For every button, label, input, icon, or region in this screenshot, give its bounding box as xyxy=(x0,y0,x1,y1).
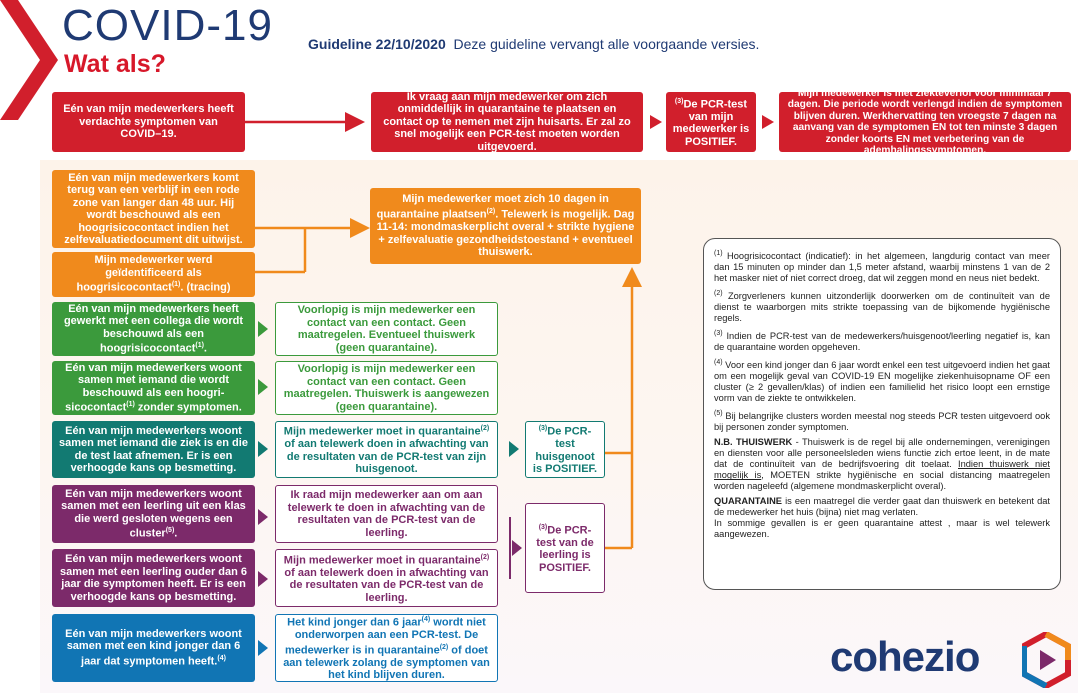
footnote-5: (5) Bij belangrijke clusters worden mees… xyxy=(714,410,1050,433)
box-pcr-pupil-positive: (3)De PCR-test van de leerling is POSITI… xyxy=(525,503,605,593)
box-quarantine-pupil-test: Mijn medewerker moet in quarantaine(2) o… xyxy=(275,549,498,607)
arrow-green1 xyxy=(258,321,268,337)
box-contact-of-contact-1: Voorlopig is mijn medewerker een contact… xyxy=(275,302,498,356)
note-thuiswerk: N.B. THUISWERK - Thuiswerk is de regel b… xyxy=(714,437,1051,492)
footnote-2: (2) Zorgverleners kunnen uitzonderlijk d… xyxy=(714,290,1050,324)
box-colleague-contact: Eén van mijn medewerkers heeft gewerkt m… xyxy=(52,302,255,356)
box-red-zone: Eén van mijn medewerkers komt terug van … xyxy=(52,170,255,248)
box-telework-advice: Ik raad mijn medewerker aan om aan telew… xyxy=(275,485,498,543)
box-pupil-symptoms: Eén van mijn medewerkers woont samen met… xyxy=(52,549,255,607)
page-title: COVID-19 xyxy=(62,1,273,50)
footnote-1: (1) Hoogrisicocontact (indicatief): in h… xyxy=(714,250,1050,284)
arrow-purple2 xyxy=(258,571,268,587)
box-quarantine-ask: Ik vraag aan mijn medewerker om zich onm… xyxy=(371,91,643,153)
chevron-decoration-icon xyxy=(0,0,58,120)
cohezio-logo-icon xyxy=(1022,632,1071,688)
box-child-no-test: Het kind jonger dan 6 jaar(4) wordt niet… xyxy=(275,614,498,682)
box-contact-of-contact-2: Voorlopig is mijn medewerker een contact… xyxy=(275,361,498,415)
arrow-teal-to-pcr xyxy=(509,441,519,457)
box-sick-leave: Mijn medewerker is met ziekteverlof voor… xyxy=(779,88,1071,156)
arrow-teal xyxy=(258,441,268,457)
box-child-symptoms: Eén van mijn medewerkers woont samen met… xyxy=(52,614,255,682)
box-housemate-contact: Eén van mijn medewerkers woont samen met… xyxy=(52,361,255,415)
note-quarantaine: QUARANTAINE is een maatregel die verder … xyxy=(714,496,1050,518)
guideline-line: Guideline 22/10/2020 Deze guideline verv… xyxy=(308,36,759,52)
footnote-3: (3) Indien de PCR-test van de medewerker… xyxy=(714,330,1050,353)
guideline-note: Deze guideline vervangt alle voorgaande … xyxy=(453,36,760,52)
box-quarantine-housemate-test: Mijn medewerker moet in quarantaine(2) o… xyxy=(275,421,498,478)
footnote-4: (4) Voor een kind jonger dan 6 jaar word… xyxy=(714,359,1050,404)
arrow-ask-to-pcr xyxy=(650,115,662,129)
note-attest: In sommige gevallen is er geen quarantai… xyxy=(714,518,1050,540)
guideline-label: Guideline 22/10/2020 xyxy=(308,36,446,52)
box-quarantine-10-days: Mijn medewerker moet zich 10 dagen in qu… xyxy=(370,188,641,264)
page-subtitle: Wat als? xyxy=(64,50,166,78)
arrow-purple-to-pcr xyxy=(512,540,522,556)
box-tracing: Mijn medewerker werd geïdentificeerd als… xyxy=(52,252,255,297)
arrow-purple1 xyxy=(258,509,268,525)
arrow-green2 xyxy=(258,379,268,395)
arrow-pcr-to-leave xyxy=(762,115,774,129)
brand-name: cohezio xyxy=(830,633,980,680)
box-pcr-housemate-positive: (3)De PCR-test huisgenoot is POSITIEF. xyxy=(525,421,605,478)
box-housemate-sick: Eén van mijn medewerkers woont samen met… xyxy=(52,421,255,478)
footnotes-panel: (1) Hoogrisicocontact (indicatief): in h… xyxy=(703,238,1061,590)
box-pcr-positive: (3)De PCR-test van mijn medewerker is PO… xyxy=(666,92,756,152)
arrow-blue xyxy=(258,640,268,656)
box-symptoms: Eén van mijn medewerkers heeft verdachte… xyxy=(52,92,245,152)
box-pupil-cluster: Eén van mijn medewerkers woont samen met… xyxy=(52,485,255,543)
